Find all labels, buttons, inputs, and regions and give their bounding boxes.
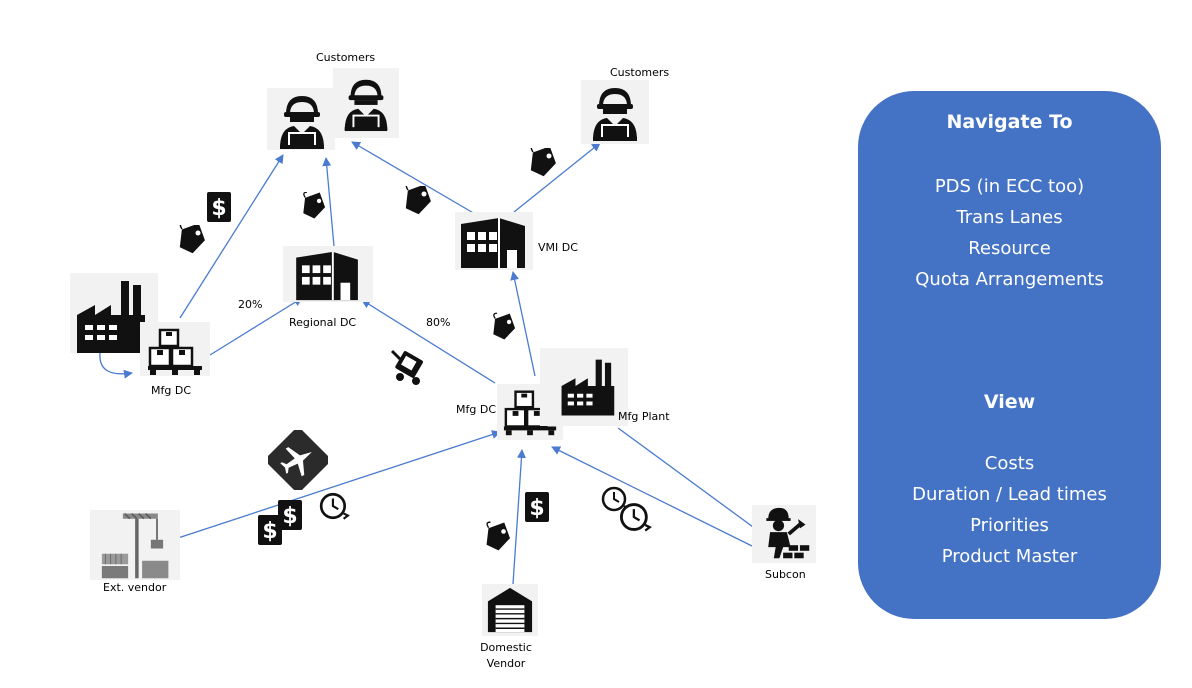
view-item-costs[interactable]: Costs bbox=[984, 453, 1035, 474]
arrow-mfgdc-to-regionaldc bbox=[209, 297, 303, 356]
label-mfg-dc-left: Mfg DC bbox=[151, 384, 191, 397]
arrow-vmidc-to-customers-right bbox=[513, 142, 601, 213]
view-list: Costs Duration / Lead times Priorities P… bbox=[858, 448, 1161, 572]
warehouse-icon bbox=[459, 216, 527, 270]
price-tag-icon bbox=[300, 192, 326, 222]
dollar-icon bbox=[525, 492, 549, 522]
label-domestic-vendor-line2: Vendor bbox=[486, 657, 526, 670]
arrow-mfgdc-center-to-vmidc bbox=[510, 271, 536, 377]
navigate-to-heading: Navigate To bbox=[946, 111, 1073, 133]
arrow-subcon-to-mfgdc bbox=[551, 446, 753, 547]
nav-item-trans-lanes[interactable]: Trans Lanes bbox=[956, 207, 1063, 228]
arrow-mfgdc-to-customers bbox=[179, 154, 284, 319]
warehouse-icon bbox=[295, 250, 359, 302]
price-tag-icon bbox=[527, 148, 557, 178]
forklift-icon bbox=[390, 348, 426, 385]
navigate-to-list: PDS (in ECC too) Trans Lanes Resource Qu… bbox=[858, 171, 1161, 295]
nav-item-pds[interactable]: PDS (in ECC too) bbox=[934, 176, 1085, 197]
arrow-mfgplant-to-subcon bbox=[617, 427, 765, 536]
clock-icon bbox=[319, 492, 350, 521]
view-heading: View bbox=[983, 391, 1036, 413]
label-customers-left: Customers bbox=[316, 51, 376, 64]
view-item-priorities[interactable]: Priorities bbox=[970, 515, 1049, 536]
airplane-icon bbox=[268, 430, 328, 490]
label-regional-dc: Regional DC bbox=[289, 316, 357, 329]
view-item-duration[interactable]: Duration / Lead times bbox=[912, 484, 1107, 505]
label-mfg-dc-center: Mfg DC bbox=[456, 403, 496, 416]
view-item-product-master[interactable]: Product Master bbox=[941, 546, 1078, 567]
label-vmi-dc: VMI DC bbox=[538, 241, 578, 254]
arrow-vmidc-to-customers-left bbox=[351, 141, 483, 219]
dollar-icon bbox=[207, 192, 231, 222]
edge-label-20pct: 20% bbox=[238, 298, 263, 311]
clock-icon bbox=[619, 503, 652, 533]
arrow-mfgdc-center-to-regionaldc bbox=[361, 299, 496, 384]
navigation-panel: Navigate To PDS (in ECC too) Trans Lanes… bbox=[858, 91, 1161, 619]
label-ext-vendor: Ext. vendor bbox=[103, 581, 167, 594]
edge-label-80pct: 80% bbox=[426, 316, 451, 329]
label-mfg-plant: Mfg Plant bbox=[618, 410, 670, 423]
price-tag-icon bbox=[400, 186, 434, 216]
arrow-domesticvendor-to-mfgdc bbox=[512, 449, 526, 585]
dollar-icon bbox=[258, 515, 282, 545]
label-domestic-vendor-line1: Domestic bbox=[480, 641, 532, 654]
price-tag-icon bbox=[483, 521, 511, 555]
arrow-factory-to-mfgdc-left bbox=[99, 352, 133, 379]
price-tag-icon bbox=[176, 225, 206, 255]
arrow-extvendor-to-mfgdc bbox=[177, 430, 501, 539]
label-customers-right: Customers bbox=[610, 66, 670, 79]
nav-item-quota-arrangements[interactable]: Quota Arrangements bbox=[915, 269, 1104, 290]
price-tag-icon bbox=[490, 312, 516, 344]
label-domestic-vendor: Domestic Vendor bbox=[474, 640, 538, 672]
arrow-regionaldc-to-customers bbox=[322, 157, 335, 247]
label-subcon: Subcon bbox=[765, 568, 806, 581]
nav-item-resource[interactable]: Resource bbox=[968, 238, 1051, 259]
